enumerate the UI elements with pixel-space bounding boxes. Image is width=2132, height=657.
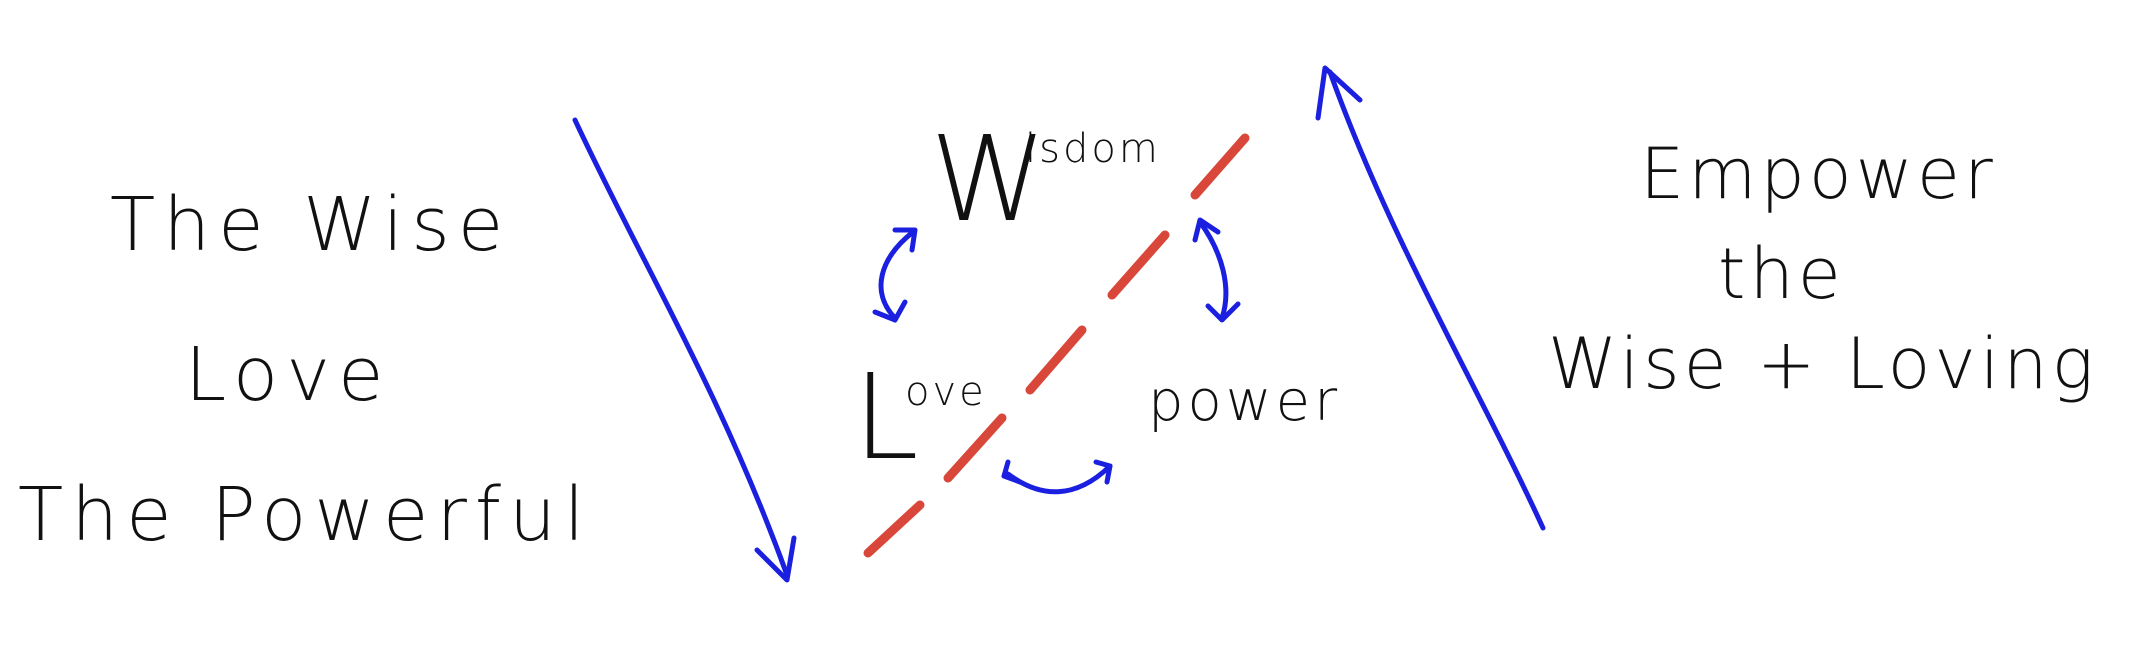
red-dashed-diagonal xyxy=(863,133,1250,558)
left-line-the-powerful: The Powerful xyxy=(18,472,592,558)
diagonal-dash-1 xyxy=(1190,133,1250,200)
diagonal-dash-5 xyxy=(863,500,925,558)
right-line-empower: Empower xyxy=(1640,133,1997,215)
wisdom-power-double-arrow xyxy=(1192,217,1241,323)
love-rest: ove xyxy=(905,369,987,415)
right-line-the: the xyxy=(1718,233,1845,315)
wisdom-initial: W xyxy=(930,110,1047,248)
wisdom-label: W isdom xyxy=(930,110,1161,248)
love-power-double-arrow xyxy=(1001,459,1113,495)
diagonal-dash-4 xyxy=(943,413,1007,483)
upward-arrow-shaft xyxy=(1327,69,1546,531)
right-line-wise-loving: Wise + Loving xyxy=(1548,323,2098,405)
downward-arrow-head xyxy=(754,535,797,583)
left-line-the-wise: The Wise xyxy=(110,182,511,268)
right-statement: Empower the Wise + Loving xyxy=(1548,133,2098,405)
upward-arrow-head xyxy=(1315,65,1363,121)
upward-arrow xyxy=(1315,65,1546,531)
wisdom-rest: isdom xyxy=(1025,126,1161,172)
downward-arrow xyxy=(572,117,797,583)
love-initial: L xyxy=(853,348,919,486)
wisdom-love-double-arrow xyxy=(872,227,918,323)
diagonal-dash-3 xyxy=(1025,325,1087,395)
left-statement: The Wise Love The Powerful xyxy=(18,182,592,558)
left-line-love: Love xyxy=(185,332,392,418)
power-label: power xyxy=(1148,369,1341,434)
diagonal-dash-2 xyxy=(1107,230,1170,300)
downward-arrow-shaft xyxy=(572,117,790,578)
love-label: L ove xyxy=(853,348,987,486)
